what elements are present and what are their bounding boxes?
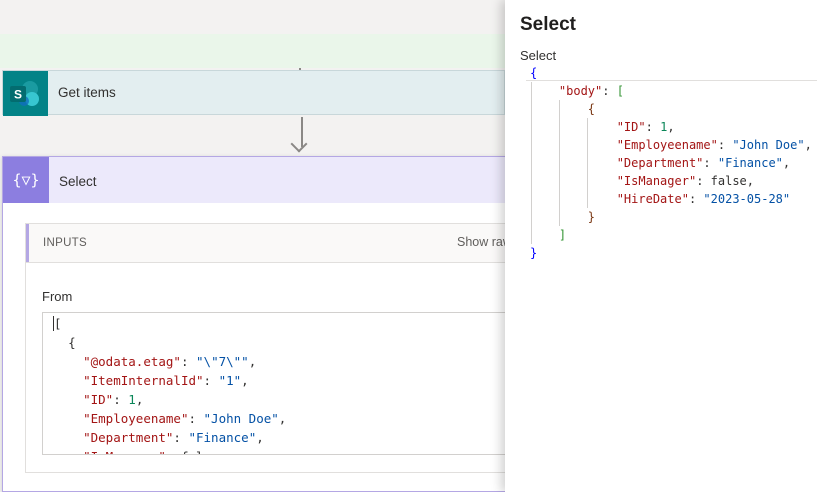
indent-guide	[531, 82, 532, 244]
show-raw-inputs-link[interactable]: Show raw	[457, 235, 512, 249]
panel-subtitle: Select	[520, 48, 557, 63]
sharepoint-icon: S	[3, 71, 48, 116]
panel-title: Select	[520, 14, 576, 35]
code-line: }	[530, 246, 538, 260]
code-line: "IsManager": false,	[53, 447, 286, 454]
code-line: "ID": 1,	[616, 120, 675, 134]
select-card[interactable]: {▽} Select INPUTS Show raw From [ { "@od…	[2, 156, 525, 492]
divider	[26, 262, 524, 263]
code-line: [	[53, 316, 62, 331]
indent-guide	[559, 100, 560, 226]
code-line: "Department": "Finance",	[616, 156, 791, 170]
output-json-code[interactable]: { "body": [ { "ID": 1, "Employeename": "…	[530, 64, 812, 262]
inputs-header: INPUTS Show raw	[26, 224, 524, 262]
code-line: "Employeename": "John Doe",	[83, 411, 287, 426]
code-line: {	[530, 66, 538, 80]
code-line: ]	[558, 228, 567, 242]
inputs-label: INPUTS	[43, 237, 87, 249]
code-line: {	[587, 102, 596, 116]
from-label: From	[42, 289, 73, 304]
code-line: {	[68, 335, 76, 350]
code-line: "Department": "Finance",	[83, 430, 264, 445]
select-data-operation-icon: {▽}	[3, 157, 49, 203]
previous-step-highlight	[0, 34, 505, 68]
select-card-header[interactable]: {▽} Select	[3, 157, 511, 203]
connector-arrow-head	[290, 135, 308, 153]
from-json-viewer[interactable]: [ { "@odata.etag": "\"7\"", "ItemInterna…	[42, 312, 512, 455]
code-line: "ID": 1,	[83, 392, 144, 407]
code-line: }	[587, 210, 596, 224]
code-line: "Employeename": "John Doe",	[616, 138, 812, 152]
panel-divider	[526, 80, 817, 81]
connector-arrow-line	[301, 117, 303, 147]
code-line: "ItemInternalId": "1",	[83, 373, 249, 388]
inputs-section: INPUTS Show raw From [ { "@odata.etag": …	[25, 223, 525, 473]
indent-guide	[587, 118, 588, 208]
code-line: "IsManager": false,	[616, 174, 754, 188]
get-items-title: Get items	[58, 85, 116, 100]
output-panel: Select Select { "body": [ { "ID": 1, "Em…	[505, 0, 817, 492]
select-card-title: Select	[59, 174, 97, 189]
from-json-code: [ { "@odata.etag": "\"7\"", "ItemInterna…	[53, 314, 287, 454]
sharepoint-letter: S	[14, 88, 22, 102]
code-line: "@odata.etag": "\"7\"",	[83, 354, 257, 369]
get-items-card[interactable]: S Get items	[2, 70, 505, 116]
code-line: "body": [	[558, 84, 624, 98]
code-line: "HireDate": "2023-05-28"	[616, 192, 791, 206]
